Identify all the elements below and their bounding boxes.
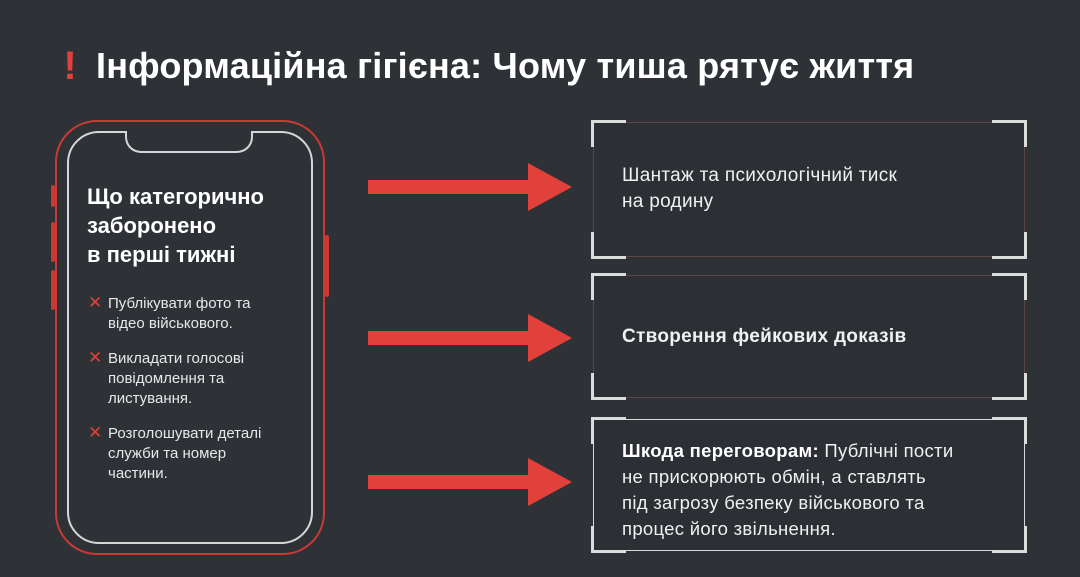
consequence-text: Створення фейкових доказів bbox=[622, 324, 1004, 350]
prohibited-item-line: відео військового. bbox=[108, 315, 233, 332]
cross-icon: ✕ bbox=[88, 348, 103, 367]
consequence-line: Публічні пости bbox=[824, 440, 954, 461]
consequence-line: під загрозу безпеку військового та bbox=[622, 492, 925, 513]
cross-icon: ✕ bbox=[88, 423, 103, 442]
prohibited-item-line: служби та номер bbox=[108, 445, 227, 462]
consequence-box: Створення фейкових доказів bbox=[591, 273, 1027, 400]
frame-corner bbox=[591, 232, 626, 259]
frame-corner bbox=[591, 273, 626, 300]
consequence-line: на родину bbox=[622, 191, 714, 212]
prohibited-item-line: повідомлення та bbox=[108, 370, 225, 387]
consequence-text: Шантаж та психологічний тиск на родину bbox=[622, 163, 1004, 215]
prohibited-item: ✕ Розголошувати деталі служби та номер ч… bbox=[88, 423, 310, 484]
phone-side-button bbox=[51, 185, 55, 207]
frame-corner bbox=[992, 373, 1027, 400]
prohibited-item-text: Публікувати фото та відео військового. bbox=[108, 294, 251, 334]
frame-corner bbox=[591, 417, 626, 444]
consequence-text: Шкода переговорам: Публічні пости не при… bbox=[622, 438, 1004, 542]
phone-side-button bbox=[325, 235, 329, 297]
consequence-box: Шкода переговорам: Публічні пости не при… bbox=[591, 417, 1027, 553]
phone-heading-line: заборонено bbox=[87, 213, 217, 238]
arrow-right-icon bbox=[368, 314, 572, 362]
prohibited-item-line: Публікувати фото та bbox=[108, 295, 251, 312]
frame-corner bbox=[992, 120, 1027, 147]
prohibited-item-line: Викладати голосові bbox=[108, 350, 245, 367]
prohibited-item-text: Викладати голосові повідомлення та листу… bbox=[108, 349, 244, 409]
frame-corner bbox=[992, 232, 1027, 259]
phone-heading: Що категорично заборонено в перші тижні bbox=[87, 182, 307, 269]
prohibited-item-line: частини. bbox=[108, 465, 168, 482]
phone-frame-outer bbox=[55, 120, 325, 555]
frame-corner bbox=[591, 373, 626, 400]
cross-icon: ✕ bbox=[88, 293, 103, 312]
consequence-line: Шантаж та психологічний тиск bbox=[622, 165, 898, 186]
phone-heading-line: в перші тижні bbox=[87, 242, 236, 267]
phone-side-button bbox=[51, 270, 55, 310]
prohibited-item-line: Розголошувати деталі bbox=[108, 425, 262, 442]
phone-heading-line: Що категорично bbox=[87, 184, 264, 209]
phone-notch bbox=[125, 131, 253, 153]
frame-corner bbox=[992, 417, 1027, 444]
prohibited-list: ✕ Публікувати фото та відео військового.… bbox=[88, 293, 310, 499]
page-title: ! Інформаційна гігієна: Чому тиша рятує … bbox=[58, 38, 914, 94]
frame-corner bbox=[992, 526, 1027, 553]
arrow-right-icon bbox=[368, 458, 572, 506]
consequence-line: не прискорюють обмін, а ставлять bbox=[622, 466, 926, 487]
prohibited-item-text: Розголошувати деталі служби та номер час… bbox=[108, 424, 261, 484]
consequence-box: Шантаж та психологічний тиск на родину bbox=[591, 120, 1027, 259]
frame-corner bbox=[591, 526, 626, 553]
phone-side-button bbox=[51, 222, 55, 262]
prohibited-item: ✕ Публікувати фото та відео військового. bbox=[88, 293, 310, 334]
consequence-line: Створення фейкових доказів bbox=[622, 326, 907, 347]
consequence-line: процес його звільнення. bbox=[622, 518, 836, 539]
exclamation-icon: ! bbox=[63, 44, 77, 88]
frame-corner bbox=[591, 120, 626, 147]
page-title-text: Інформаційна гігієна: Чому тиша рятує жи… bbox=[96, 45, 915, 86]
arrow-right-icon bbox=[368, 163, 572, 211]
consequence-lead: Шкода переговорам: bbox=[622, 440, 819, 461]
frame-corner bbox=[992, 273, 1027, 300]
prohibited-item-line: листування. bbox=[108, 390, 193, 407]
prohibited-item: ✕ Викладати голосові повідомлення та лис… bbox=[88, 348, 310, 409]
